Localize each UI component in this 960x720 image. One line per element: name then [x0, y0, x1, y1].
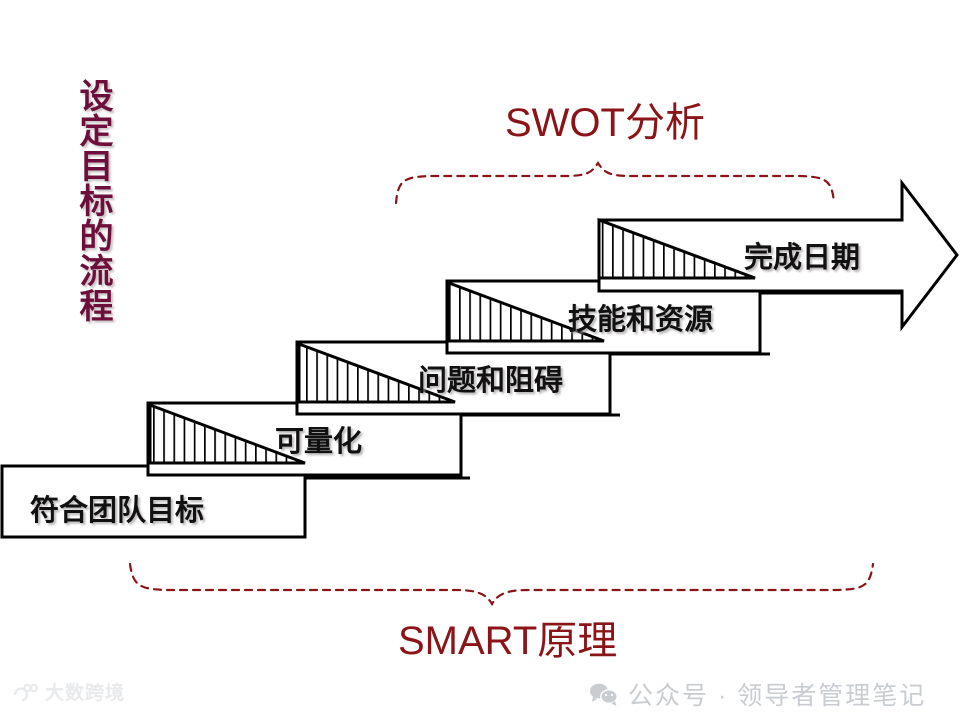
watermark-left: 大数跨境 [12, 678, 125, 705]
step-4-label: 技能和资源 [568, 304, 714, 336]
smart-brace [128, 562, 875, 607]
swot-label: SWOT分析 [505, 101, 705, 145]
watermark-right-text: 公众号 · 领导者管理笔记 [628, 682, 927, 710]
step-1-label: 符合团队目标 [30, 495, 205, 527]
step-3-shape[interactable] [295, 340, 770, 416]
wechat-icon [588, 682, 618, 706]
step-2-label: 可量化 [275, 426, 363, 458]
brand-logo-icon [12, 682, 39, 702]
step-5-arrow-shape[interactable] [597, 178, 959, 332]
page-title-vertical: 设定目标的流程 [74, 78, 112, 323]
step-1-shape[interactable] [0, 464, 470, 539]
step-3-label: 问题和阻碍 [418, 365, 564, 397]
step-5-label: 完成日期 [744, 242, 861, 274]
smart-label: SMART原理 [398, 619, 618, 663]
watermark-left-text: 大数跨境 [45, 683, 126, 704]
watermark-right: 公众号 · 领导者管理笔记 [588, 676, 926, 712]
swot-brace [394, 161, 836, 205]
